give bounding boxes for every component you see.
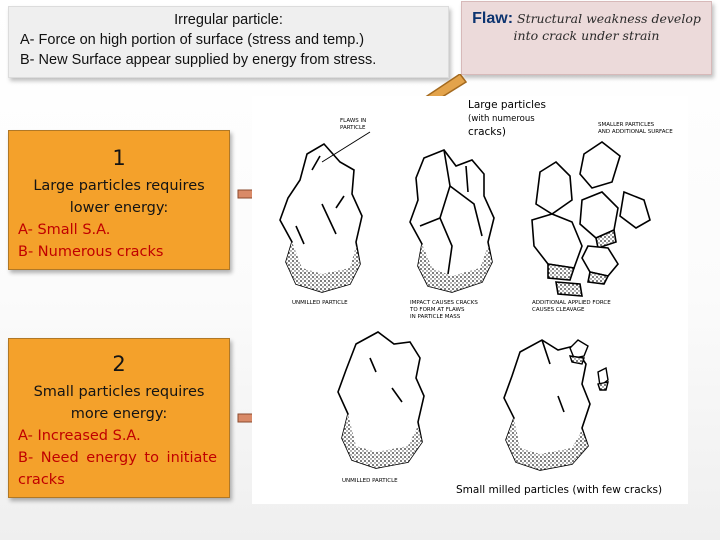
large-particles-caption: Large particles (with numerous cracks) bbox=[468, 99, 546, 139]
additional-label-line-1: ADDITIONAL APPLIED FORCE bbox=[532, 300, 611, 307]
large-caption-line-3: cracks) bbox=[468, 126, 546, 139]
large-particle-box: 1 Large particles requires lower energy:… bbox=[8, 130, 230, 270]
box2-point-a: A- Increased S.A. bbox=[9, 425, 229, 447]
small-milled-caption: Small milled particles (with few cracks) bbox=[456, 484, 662, 497]
additional-force-label: ADDITIONAL APPLIED FORCE CAUSES CLEAVAGE bbox=[532, 300, 611, 314]
flaws-label-line-1: FLAWS IN bbox=[340, 118, 366, 125]
box1-number: 1 bbox=[9, 147, 229, 169]
definition-line-a: A- Force on high portion of surface (str… bbox=[9, 30, 448, 50]
unmilled-label-2: UNMILLED PARTICLE bbox=[342, 478, 398, 485]
flaw-box: Flaw: Structural weakness develop into c… bbox=[461, 1, 712, 75]
unmilled-particle-small bbox=[338, 332, 424, 468]
definition-title: Irregular particle: bbox=[9, 10, 448, 30]
box1-heading-1: Large particles requires bbox=[9, 175, 229, 197]
smaller-label-line-2: AND ADDITIONAL SURFACE bbox=[598, 129, 673, 136]
additional-label-line-2: CAUSES CLEAVAGE bbox=[532, 307, 611, 314]
large-caption-line-2: (with numerous bbox=[468, 112, 546, 126]
impact-label-line-3: IN PARTICLE MASS bbox=[410, 314, 478, 321]
large-caption-line-1: Large particles bbox=[468, 99, 546, 112]
box2-point-b: B- Need energy to initiate cracks bbox=[9, 447, 229, 491]
box1-point-a: A- Small S.A. bbox=[9, 219, 229, 241]
cleaved-particles bbox=[532, 142, 650, 296]
flaw-label: Flaw: bbox=[472, 10, 513, 27]
flaw-text-1: Structural weakness develop bbox=[517, 11, 701, 26]
unmilled-label-1: UNMILLED PARTICLE bbox=[292, 300, 348, 307]
smaller-particles-label: SMALLER PARTICLES AND ADDITIONAL SURFACE bbox=[598, 122, 673, 136]
unmilled-particle-large bbox=[280, 144, 362, 292]
box1-point-b: B- Numerous cracks bbox=[9, 241, 229, 263]
definition-box: Irregular particle: A- Force on high por… bbox=[8, 6, 449, 78]
box2-heading-1: Small particles requires bbox=[9, 381, 229, 403]
milling-figure: Large particles (with numerous cracks) F… bbox=[252, 96, 688, 504]
impact-label-line-1: IMPACT CAUSES CRACKS bbox=[410, 300, 478, 307]
impact-label-line-2: TO FORM AT FLAWS bbox=[410, 307, 478, 314]
flaws-label-line-2: PARTICLE bbox=[340, 125, 366, 132]
flaws-label: FLAWS IN PARTICLE bbox=[340, 118, 366, 132]
box1-heading-2: lower energy: bbox=[9, 197, 229, 219]
small-particle-box: 2 Small particles requires more energy: … bbox=[8, 338, 230, 498]
box2-number: 2 bbox=[9, 353, 229, 375]
definition-line-b: B- New Surface appear supplied by energy… bbox=[9, 50, 448, 70]
impact-label: IMPACT CAUSES CRACKS TO FORM AT FLAWS IN… bbox=[410, 300, 478, 321]
smaller-label-line-1: SMALLER PARTICLES bbox=[598, 122, 673, 129]
cracked-particle bbox=[410, 150, 494, 292]
flaw-text-2: into crack under strain bbox=[462, 27, 711, 44]
box2-heading-2: more energy: bbox=[9, 403, 229, 425]
